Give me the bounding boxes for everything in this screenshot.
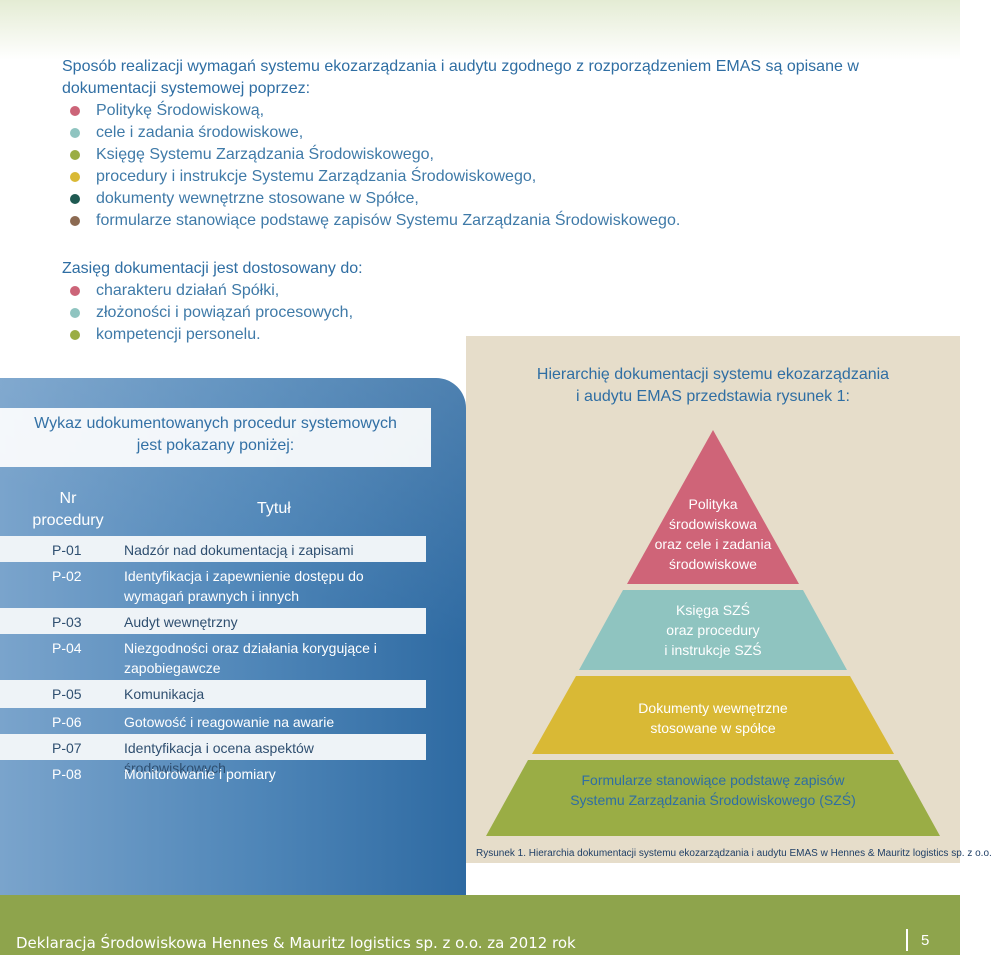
table-row: P-08 Monitorowanie i pomiary bbox=[0, 760, 426, 786]
pyramid-label-line: stosowane w spółce bbox=[650, 720, 776, 736]
scope-section: Zasięg dokumentacji jest dostosowany do:… bbox=[62, 258, 662, 346]
procedure-title: Gotowość i reagowanie na awarie bbox=[124, 714, 335, 730]
scope-list-item: złożoności i powiązań procesowych, bbox=[70, 302, 662, 324]
bullet-dot-icon bbox=[70, 128, 80, 138]
intro-list-item-label: Politykę Środowiskową, bbox=[96, 102, 265, 119]
pyramid-level-3 bbox=[532, 676, 894, 754]
intro-list: Politykę Środowiskową, cele i zadania śro… bbox=[62, 100, 912, 232]
table-row: P-02 Identyfikacja i zapewnienie dostępu … bbox=[0, 562, 426, 608]
bullet-dot-icon bbox=[70, 194, 80, 204]
intro-list-item-label: cele i zadania środowiskowe, bbox=[96, 124, 304, 141]
table-row: P-04 Niezgodności oraz działania korygują… bbox=[0, 634, 426, 680]
bullet-dot-icon bbox=[70, 330, 80, 340]
column-header-title: Tytuł bbox=[257, 500, 291, 517]
scope-list-item-label: złożoności i powiązań procesowych, bbox=[96, 304, 354, 321]
procedure-number: P-04 bbox=[52, 640, 82, 656]
pyramid-label-line: i instrukcje SZŚ bbox=[664, 642, 762, 658]
table-row: P-07 Identyfikacja i ocena aspektów środo… bbox=[0, 734, 426, 776]
intro-list-item-label: dokumenty wewnętrzne stosowane w Spółce, bbox=[96, 190, 419, 207]
intro-list-item: Księgę Systemu Zarządzania Środowiskoweg… bbox=[70, 144, 912, 166]
intro-list-item-label: Księgę Systemu Zarządzania Środowiskoweg… bbox=[96, 146, 434, 163]
pyramid-label-line: Polityka bbox=[688, 496, 738, 512]
pyramid-label-line: Systemu Zarządzania Środowiskowego (SZŚ) bbox=[570, 792, 856, 808]
pyramid-label-line: środowiskowe bbox=[669, 556, 757, 572]
scope-list: charakteru działań Spółki, złożoności i p… bbox=[62, 280, 662, 346]
hierarchy-heading: Hierarchię dokumentacji systemu ekozarzą… bbox=[520, 364, 906, 408]
procedure-title: Komunikacja bbox=[124, 686, 205, 702]
intro-list-item-label: procedury i instrukcje Systemu Zarządzan… bbox=[96, 168, 537, 185]
pyramid-level-label: Księga SZŚ oraz procedury i instrukcje SZŚ bbox=[600, 600, 826, 660]
bullet-dot-icon bbox=[70, 308, 80, 318]
footer-text: Deklaracja Środowiskowa Hennes & Mauritz… bbox=[16, 934, 576, 952]
column-header-nr: Nr procedury bbox=[28, 488, 108, 532]
top-gradient bbox=[0, 0, 960, 60]
table-row: P-06 Gotowość i reagowanie na awarie bbox=[0, 708, 426, 734]
procedure-number: P-01 bbox=[52, 542, 82, 558]
pyramid-level-label: Dokumenty wewnętrzne stosowane w spółce bbox=[560, 698, 866, 738]
intro-list-item: procedury i instrukcje Systemu Zarządzan… bbox=[70, 166, 912, 188]
intro-list-item: formularze stanowiące podstawę zapisów S… bbox=[70, 210, 912, 232]
bullet-dot-icon bbox=[70, 150, 80, 160]
page-number: 5 bbox=[921, 932, 930, 949]
procedures-heading-line2: jest pokazany poniżej: bbox=[136, 437, 295, 454]
figure-caption: Rysunek 1. Hierarchia dokumentacji syste… bbox=[476, 848, 992, 859]
intro-text: Sposób realizacji wymagań systemu ekozar… bbox=[62, 58, 859, 97]
intro-section: Sposób realizacji wymagań systemu ekozar… bbox=[62, 56, 912, 232]
pyramid-level-2 bbox=[579, 590, 847, 670]
procedures-heading: Wykaz udokumentowanych procedur systemow… bbox=[0, 408, 431, 467]
intro-list-item: dokumenty wewnętrzne stosowane w Spółce, bbox=[70, 188, 912, 210]
pyramid-label-line: środowiskowa bbox=[669, 516, 757, 532]
table-row: P-05 Komunikacja bbox=[0, 680, 426, 708]
intro-list-item: Politykę Środowiskową, bbox=[70, 100, 912, 122]
pyramid-label-line: Księga SZŚ bbox=[676, 602, 750, 618]
bullet-dot-icon bbox=[70, 106, 80, 116]
hierarchy-heading-line2: i audytu EMAS przedstawia rysunek 1: bbox=[576, 388, 850, 405]
procedure-number: P-08 bbox=[52, 766, 82, 782]
scope-list-item: kompetencji personelu. bbox=[70, 324, 662, 346]
footer-separator bbox=[906, 929, 908, 951]
procedure-number: P-07 bbox=[52, 740, 82, 756]
column-header-nr-line2: procedury bbox=[32, 512, 104, 529]
table-row: P-01 Nadzór nad dokumentacją i zapisami bbox=[0, 536, 426, 562]
footer-bar bbox=[0, 895, 960, 955]
pyramid-level-1 bbox=[627, 430, 799, 584]
hierarchy-pyramid bbox=[486, 430, 940, 836]
intro-list-item: cele i zadania środowiskowe, bbox=[70, 122, 912, 144]
scope-list-item-label: kompetencji personelu. bbox=[96, 326, 261, 343]
procedure-title: Nadzór nad dokumentacją i zapisami bbox=[124, 542, 354, 558]
scope-list-item-label: charakteru działań Spółki, bbox=[96, 282, 280, 299]
column-header-nr-line1: Nr bbox=[59, 490, 77, 507]
procedure-number: P-06 bbox=[52, 714, 82, 730]
pyramid-label-line: oraz procedury bbox=[666, 622, 760, 638]
pyramid-level-label: Polityka środowiskowa oraz cele i zadania ś… bbox=[606, 494, 820, 574]
procedure-number: P-03 bbox=[52, 614, 82, 630]
procedure-number: P-02 bbox=[52, 568, 82, 584]
hierarchy-heading-line1: Hierarchię dokumentacji systemu ekozarzą… bbox=[536, 366, 890, 383]
bullet-dot-icon bbox=[70, 172, 80, 182]
bullet-dot-icon bbox=[70, 216, 80, 226]
procedure-title: Audyt wewnętrzny bbox=[124, 614, 238, 630]
pyramid-level-4 bbox=[486, 760, 940, 836]
table-row: P-03 Audyt wewnętrzny bbox=[0, 608, 426, 634]
procedure-number: P-05 bbox=[52, 686, 82, 702]
intro-list-item-label: formularze stanowiące podstawę zapisów S… bbox=[96, 212, 681, 229]
procedures-heading-line1: Wykaz udokumentowanych procedur systemow… bbox=[34, 415, 397, 432]
pyramid-label-line: Formularze stanowiące podstawę zapisów bbox=[581, 772, 845, 788]
pyramid-label-line: oraz cele i zadania bbox=[654, 536, 772, 552]
bullet-dot-icon bbox=[70, 286, 80, 296]
procedure-title: Monitorowanie i pomiary bbox=[124, 766, 276, 782]
procedure-title: Identyfikacja i zapewnienie dostępu do w… bbox=[124, 568, 364, 604]
procedure-title: Niezgodności oraz działania korygujące i… bbox=[124, 640, 377, 676]
scope-text: Zasięg dokumentacji jest dostosowany do: bbox=[62, 260, 363, 277]
procedure-title: Identyfikacja i ocena aspektów środowisk… bbox=[124, 740, 314, 776]
scope-list-item: charakteru działań Spółki, bbox=[70, 280, 662, 302]
pyramid-label-line: Dokumenty wewnętrzne bbox=[638, 700, 788, 716]
